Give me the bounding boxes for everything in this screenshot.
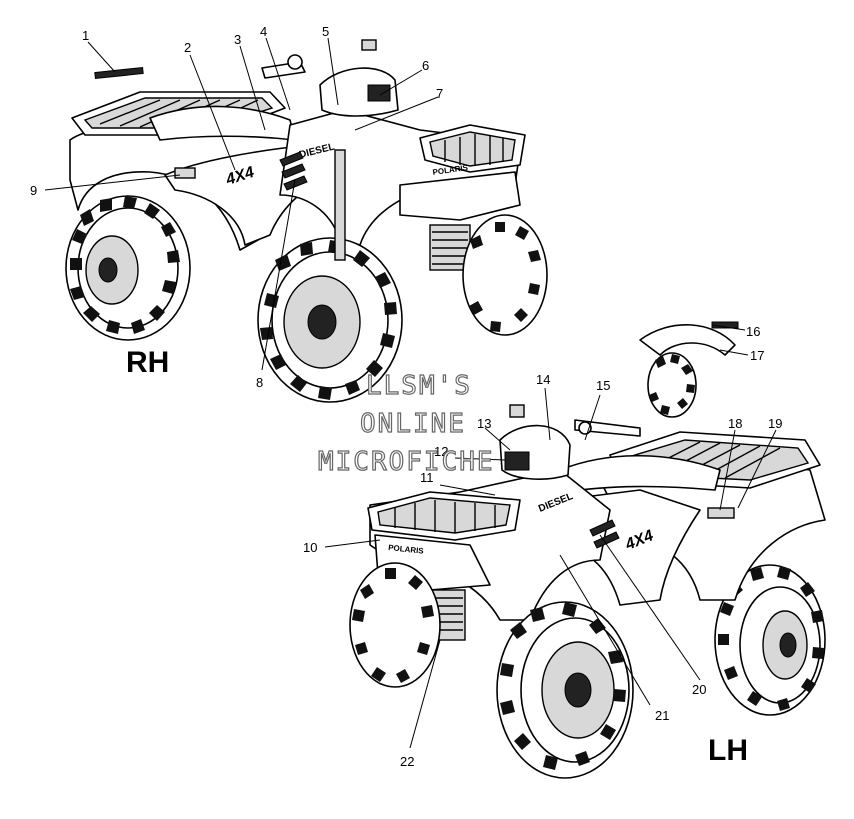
callout-14: 14 bbox=[536, 372, 550, 387]
callout-8: 8 bbox=[256, 375, 263, 390]
rh-front-bumper bbox=[399, 171, 521, 221]
lh-seat bbox=[559, 454, 721, 493]
lh-front-wheel bbox=[496, 601, 634, 779]
callout-21: 21 bbox=[655, 708, 669, 723]
callout-18: 18 bbox=[728, 416, 742, 431]
callout-15: 15 bbox=[596, 378, 610, 393]
callout-6: 6 bbox=[422, 58, 429, 73]
callout-20: 20 bbox=[692, 682, 706, 697]
callout-3: 3 bbox=[234, 32, 241, 47]
callout-12: 12 bbox=[434, 444, 448, 459]
callout-7: 7 bbox=[436, 86, 443, 101]
callout-5: 5 bbox=[322, 24, 329, 39]
watermark-line-2: ONLINE bbox=[360, 409, 466, 439]
callout-11: 11 bbox=[420, 470, 434, 485]
callout-22: 22 bbox=[400, 754, 414, 769]
callout-numbers: 1 2 3 4 5 6 7 8 9 10 11 12 13 14 15 16 1… bbox=[30, 24, 782, 769]
rh-front-wheel bbox=[257, 237, 403, 403]
callout-leaders bbox=[44, 37, 777, 749]
callout-16: 16 bbox=[746, 324, 760, 339]
atv-right-side-view: 4X4 DIESEL POLARIS bbox=[65, 39, 548, 403]
callout-4: 4 bbox=[260, 24, 267, 39]
callout-9: 9 bbox=[30, 183, 37, 198]
watermark-line-3: MICROFICHE bbox=[318, 447, 495, 477]
callout-13: 13 bbox=[477, 416, 491, 431]
callout-17: 17 bbox=[750, 348, 764, 363]
watermark-line-1: LLSM'S bbox=[366, 371, 472, 401]
callout-2: 2 bbox=[184, 40, 191, 55]
callout-19: 19 bbox=[768, 416, 782, 431]
rh-rear-wheel bbox=[65, 195, 191, 341]
callout-10: 10 bbox=[303, 540, 317, 555]
view-label-rh: RH bbox=[126, 346, 169, 379]
rh-fuel-tank bbox=[319, 67, 399, 117]
lh-rear-wheel bbox=[714, 564, 826, 716]
view-label-lh: LH bbox=[708, 734, 748, 767]
rh-fender-decal-9 bbox=[174, 167, 196, 179]
atv-left-side-view: 4X4 DIESEL POLARIS bbox=[349, 321, 826, 779]
part-17-mudflap bbox=[639, 323, 736, 356]
watermark: LLSM'S ONLINE MICROFICHE bbox=[317, 370, 495, 477]
lh-polaris-decal: POLARIS bbox=[388, 543, 425, 556]
callout-1: 1 bbox=[82, 28, 89, 43]
